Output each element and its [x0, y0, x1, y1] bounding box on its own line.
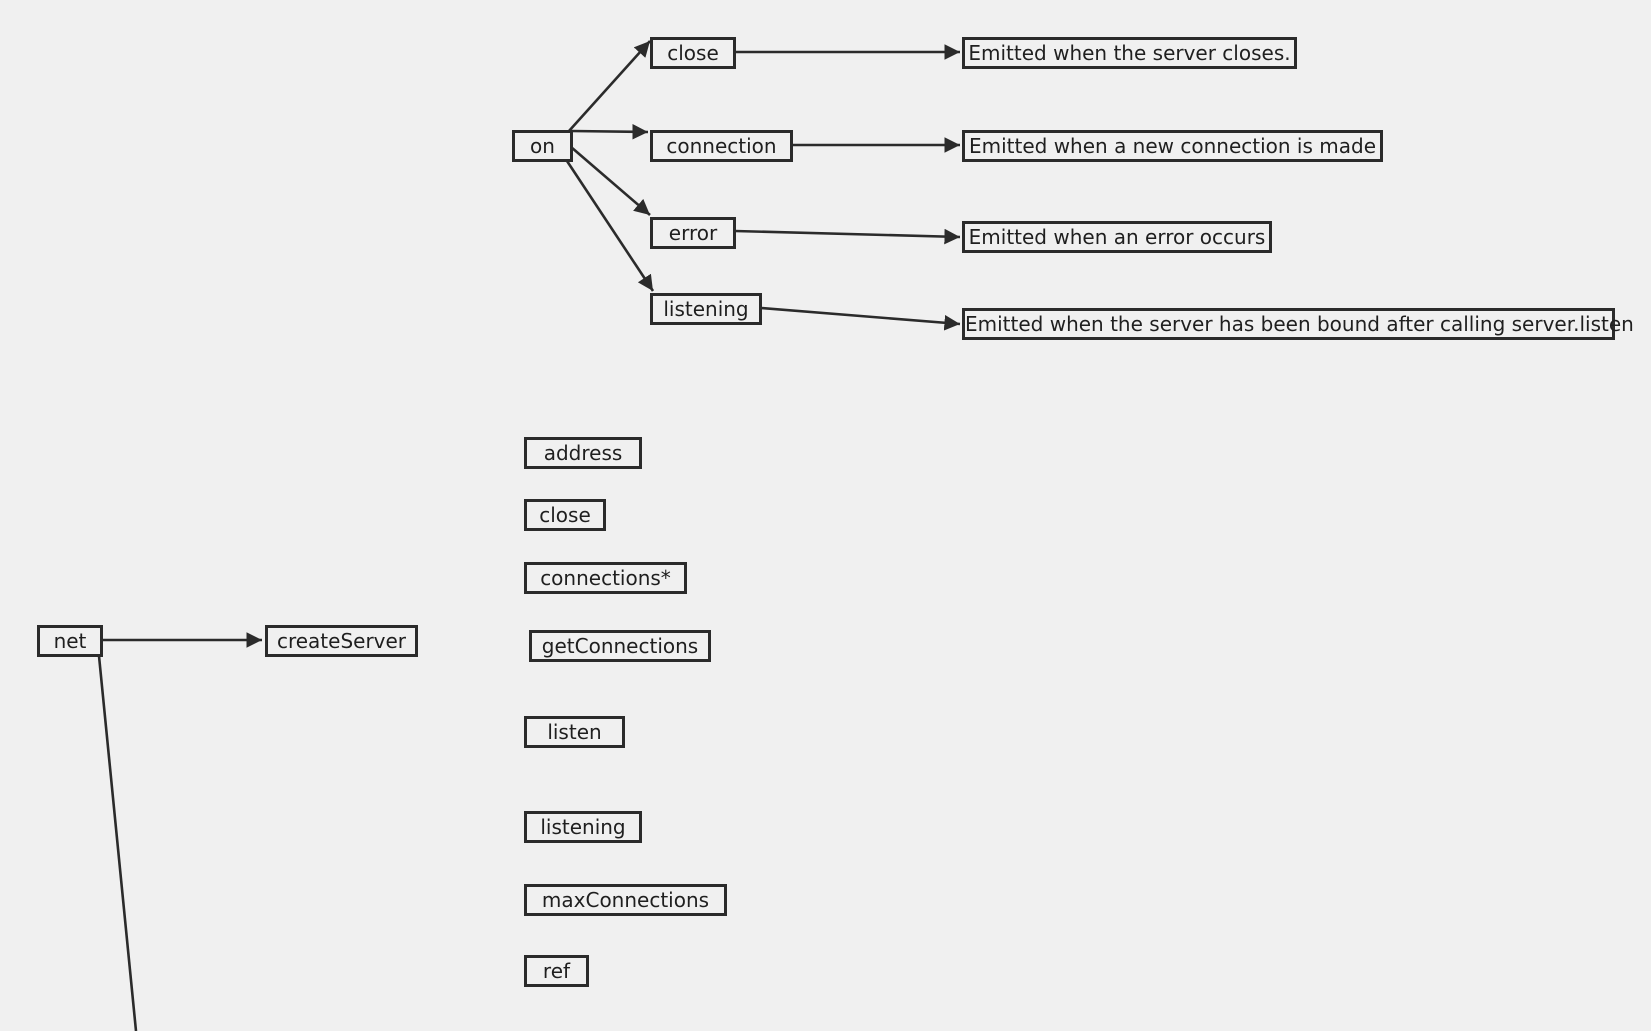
edge-on-listening [565, 160, 655, 292]
node-member-max-connections[interactable]: maxConnections [524, 884, 727, 916]
node-description-error[interactable]: Emitted when an error occurs [962, 221, 1272, 253]
node-event-error[interactable]: error [650, 217, 736, 249]
node-member-listen[interactable]: listen [524, 716, 625, 748]
node-net[interactable]: net [37, 625, 103, 657]
edge-listening-description [760, 306, 961, 331]
edge-error-description [734, 228, 961, 245]
node-member-listening[interactable]: listening [524, 811, 642, 843]
node-event-listening[interactable]: listening [650, 293, 762, 325]
node-event-close[interactable]: close [650, 37, 736, 69]
node-member-ref[interactable]: ref [524, 955, 589, 987]
node-description-listening[interactable]: Emitted when the server has been bound a… [962, 308, 1634, 340]
edge-on-connection [570, 123, 649, 140]
node-description-connection[interactable]: Emitted when a new connection is made [962, 130, 1383, 162]
edge-net-down [97, 655, 138, 1031]
node-member-connections[interactable]: connections* [524, 562, 687, 594]
node-member-close[interactable]: close [524, 499, 606, 531]
node-member-address[interactable]: address [524, 437, 642, 469]
node-member-get-connections[interactable]: getConnections [529, 630, 711, 662]
node-description-close[interactable]: Emitted when the server closes. [962, 37, 1297, 69]
node-event-connection[interactable]: connection [650, 130, 793, 162]
edge-on-close [568, 40, 651, 132]
node-on[interactable]: on [512, 130, 573, 162]
node-create-server[interactable]: createServer [265, 625, 418, 657]
edge-on-error [570, 146, 651, 216]
